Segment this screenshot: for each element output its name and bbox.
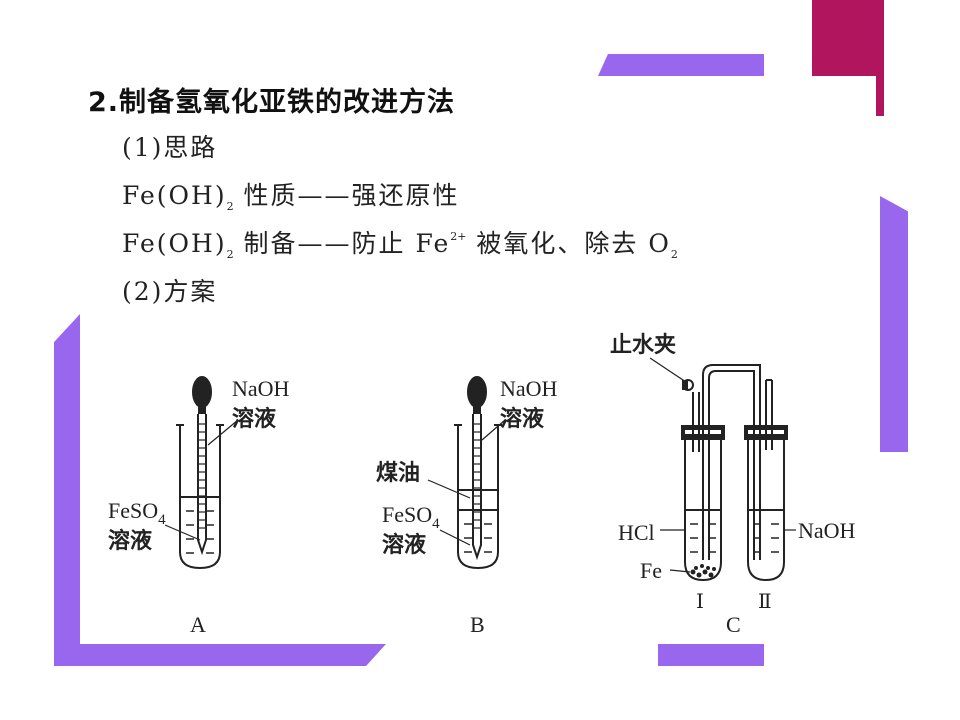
left-purple-bar (54, 314, 80, 666)
label-feso4-solution: 溶液 (108, 528, 152, 554)
tube-2-label: Ⅱ (758, 591, 772, 613)
label-naoh: NaOH (798, 518, 856, 543)
label-fe: Fe (640, 558, 662, 583)
dropper-tube (197, 414, 207, 556)
leader-feso4 (164, 524, 201, 541)
property-line: Fe(OH)2 性质——强还原性 (122, 176, 460, 213)
bottom-purple-bar (54, 644, 386, 666)
label-clamp: 止水夹 (610, 333, 676, 358)
label-feso4-solution: 溶液 (382, 532, 426, 558)
feso4-main: FeSO (382, 502, 432, 527)
dropper-scale (473, 423, 481, 529)
leader-oil (427, 479, 471, 499)
feso4-subscript: 4 (158, 512, 166, 528)
label-feso4: FeSO4 (382, 502, 440, 532)
liquid-hatching-2 (753, 523, 779, 553)
panel-a: NaOH 溶液 FeSO4 溶液 A (108, 376, 290, 637)
panel-b: NaOH 溶液 煤油 FeSO4 溶液 B (376, 376, 558, 637)
liquid-hatching (186, 510, 214, 554)
tube-1-label: Ⅰ (696, 591, 704, 613)
slide-heading: 2.制备氢氧化亚铁的改进方法 (88, 87, 456, 118)
label-feso4: FeSO4 (108, 498, 166, 528)
test-tube-1 (684, 440, 722, 582)
preparation-text: 制备——防止 Fe (233, 229, 451, 258)
panel-c: 止水夹 HCl Fe NaOH Ⅰ Ⅱ C (610, 333, 856, 637)
dropper-bulb (192, 376, 212, 408)
formula: Fe(OH) (122, 181, 227, 210)
panel-a-label: A (190, 612, 206, 637)
leader-feso4 (439, 529, 471, 546)
right-purple-bar (880, 196, 908, 452)
idea-heading: (1)思路 (122, 133, 218, 162)
top-right-magenta-stem (876, 0, 884, 116)
ion-charge: 2+ (450, 230, 467, 243)
leader-naoh (481, 419, 506, 441)
test-tube (179, 425, 221, 570)
formula: Fe(OH) (122, 229, 227, 258)
plan-heading: (2)方案 (122, 277, 218, 306)
panel-c-label: C (726, 612, 741, 637)
leader-clamp (649, 357, 687, 383)
connecting-tube (702, 364, 761, 425)
formula-subscript: 2 (226, 200, 234, 213)
feso4-subscript: 4 (432, 516, 440, 532)
feso4-main: FeSO (108, 498, 158, 523)
property-text: 性质——强还原性 (233, 181, 460, 210)
leader-naoh (207, 419, 239, 446)
bottom-right-purple-tab (658, 644, 764, 666)
label-hcl: HCl (618, 520, 655, 545)
label-kerosene: 煤油 (376, 460, 420, 486)
label-naoh-solution: 溶液 (500, 406, 544, 432)
dropper-bulb (467, 376, 487, 408)
preparation-line: Fe(OH)2 制备——防止 Fe2+ 被氧化、除去 O2 (122, 224, 678, 261)
label-naoh-solution: 溶液 (232, 406, 276, 432)
oxygen-subscript: 2 (670, 248, 678, 261)
top-right-magenta-bar (812, 0, 880, 76)
top-right-purple-tab (598, 54, 764, 76)
panel-b-label: B (470, 612, 485, 637)
liquid-hatching (464, 523, 492, 553)
leader-fe (669, 569, 691, 573)
dropper-scale (198, 423, 206, 529)
label-naoh: NaOH (500, 376, 558, 401)
test-tube-2 (747, 440, 785, 582)
formula-subscript: 2 (226, 248, 234, 261)
label-naoh: NaOH (232, 376, 290, 401)
test-tube (457, 425, 499, 570)
dropper-tube (472, 414, 482, 561)
iron-filings (690, 564, 716, 578)
preparation-text-2: 被氧化、除去 O (466, 229, 671, 258)
